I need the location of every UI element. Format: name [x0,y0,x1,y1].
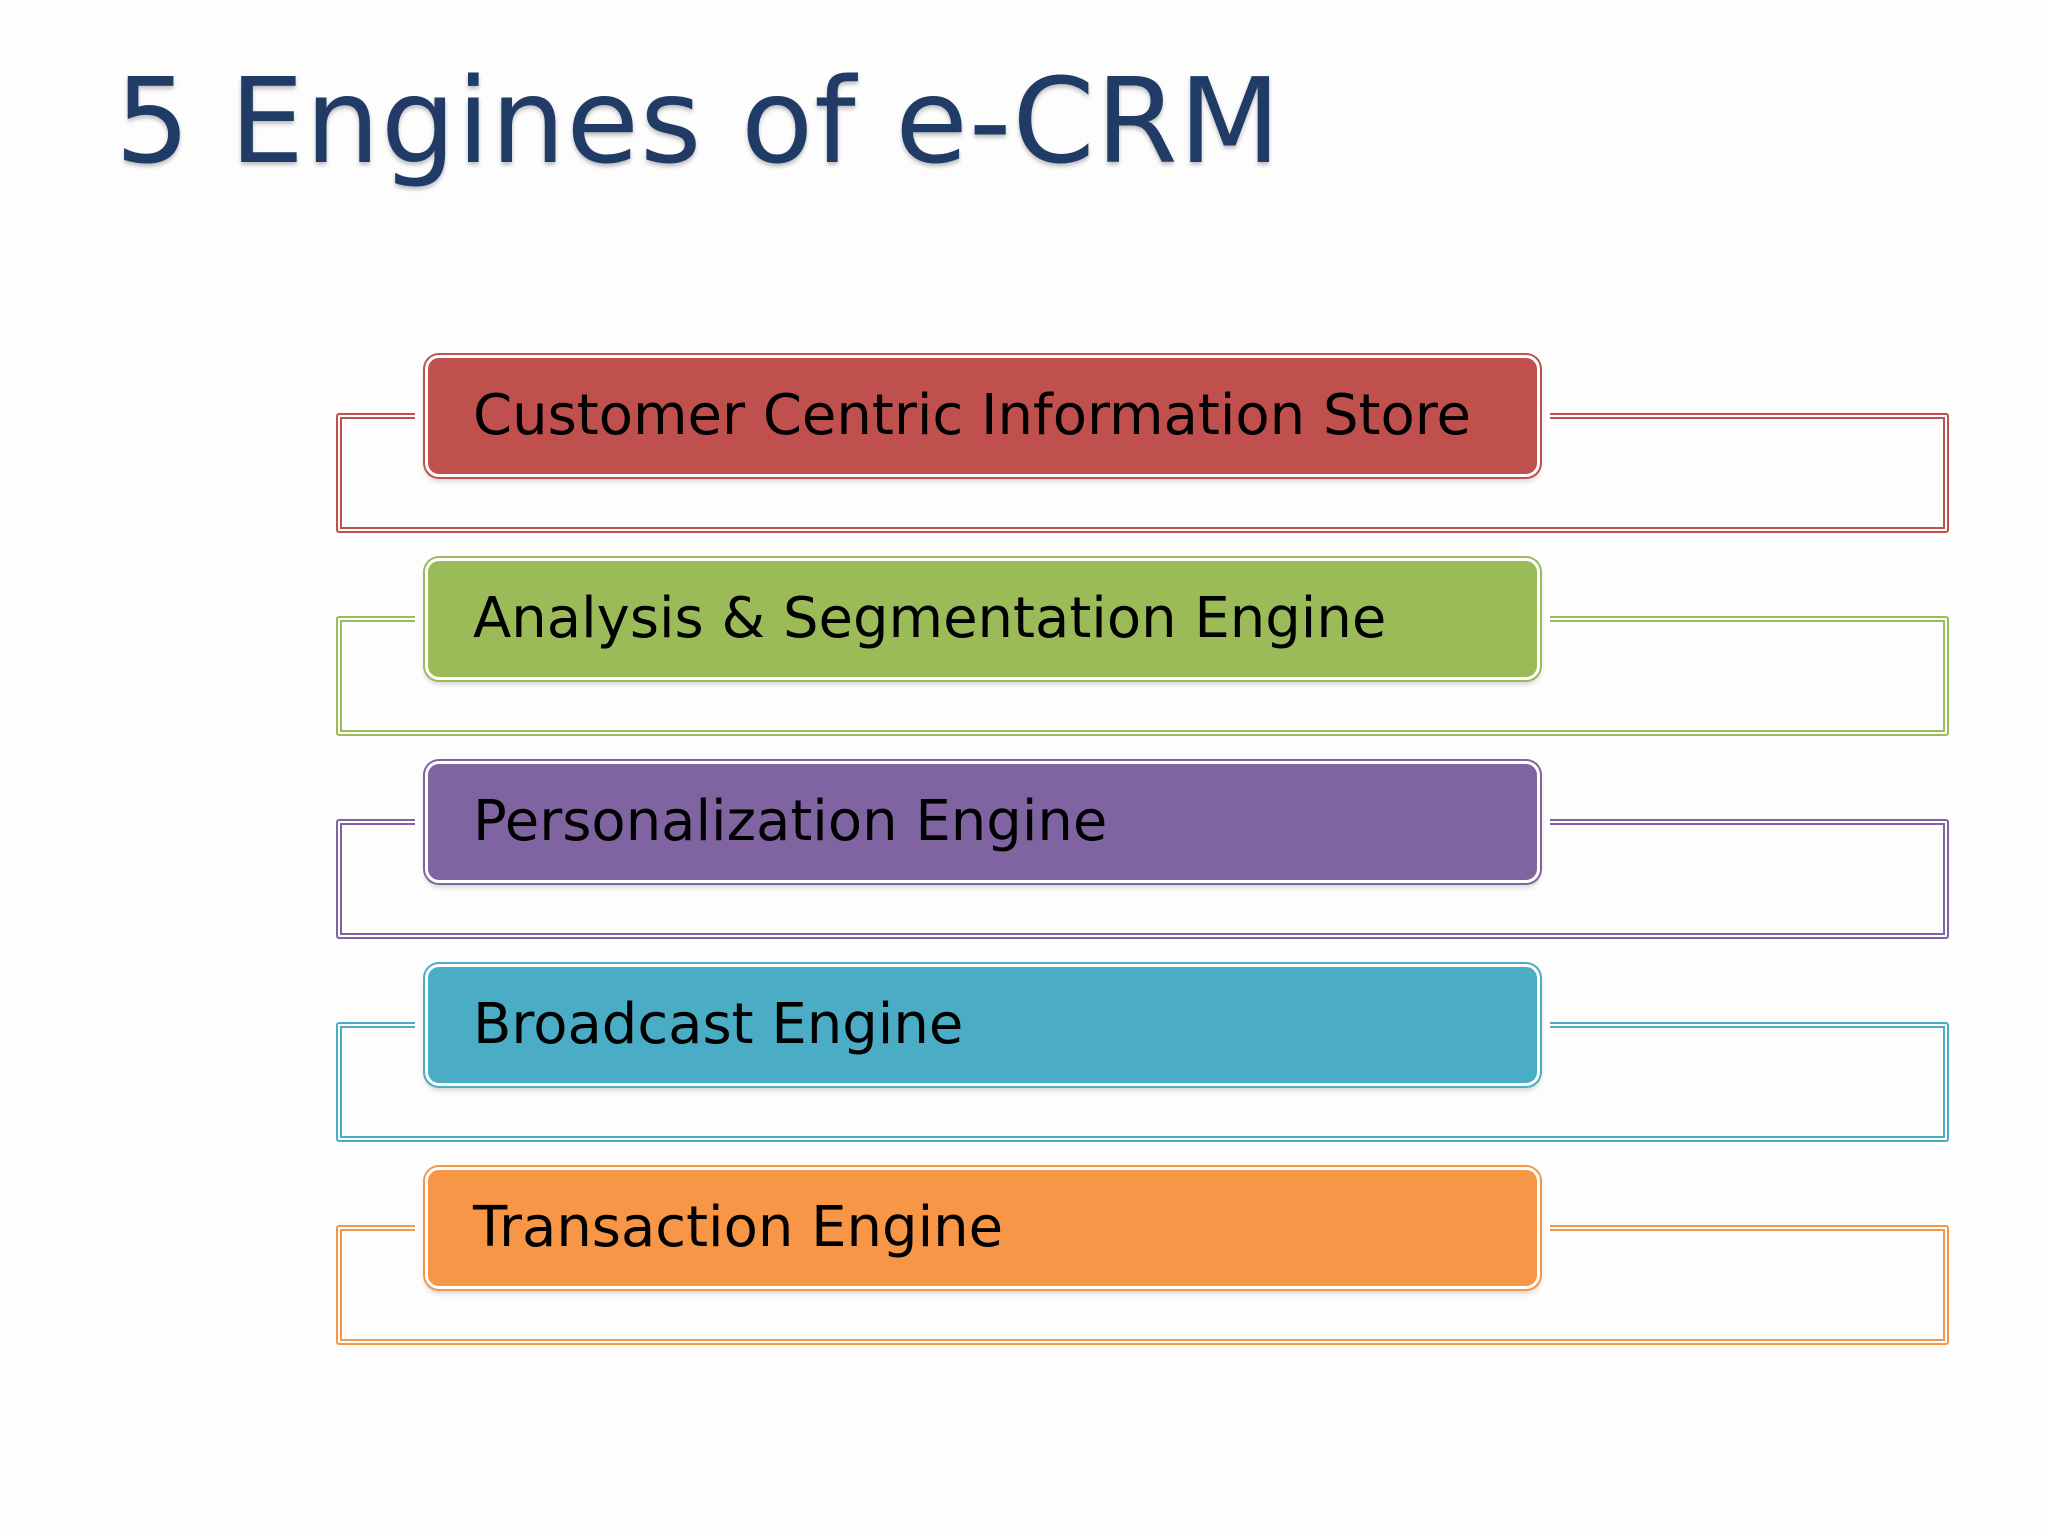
bracket-frame [336,616,1949,736]
bracket-inner [338,1227,1947,1343]
engine-item-transaction-engine: Transaction Engine [0,1167,2048,1357]
engine-item-broadcast-engine: Broadcast Engine [0,964,2048,1154]
engine-bar: Customer Centric Information Store [425,355,1540,477]
engine-label: Transaction Engine [473,1195,1004,1260]
engine-bar: Personalization Engine [425,761,1540,883]
engine-label: Customer Centric Information Store [473,383,1471,448]
bracket-frame [336,413,1949,533]
engine-bar: Broadcast Engine [425,964,1540,1086]
engine-item-customer-centric-information-store: Customer Centric Information Store [0,355,2048,545]
bracket-inner [338,618,1947,734]
bracket-frame [336,1022,1949,1142]
engine-bar: Transaction Engine [425,1167,1540,1289]
slide-title: 5 Engines of e-CRM [115,52,1282,190]
engine-bar: Analysis & Segmentation Engine [425,558,1540,680]
bracket-inner [338,415,1947,531]
bracket-inner [338,821,1947,937]
bracket-frame [336,1225,1949,1345]
engine-label: Personalization Engine [473,789,1108,854]
engine-label: Broadcast Engine [473,992,964,1057]
engine-item-analysis-segmentation-engine: Analysis & Segmentation Engine [0,558,2048,748]
bracket-inner [338,1024,1947,1140]
bracket-frame [336,819,1949,939]
engine-item-personalization-engine: Personalization Engine [0,761,2048,951]
engine-label: Analysis & Segmentation Engine [473,586,1387,651]
